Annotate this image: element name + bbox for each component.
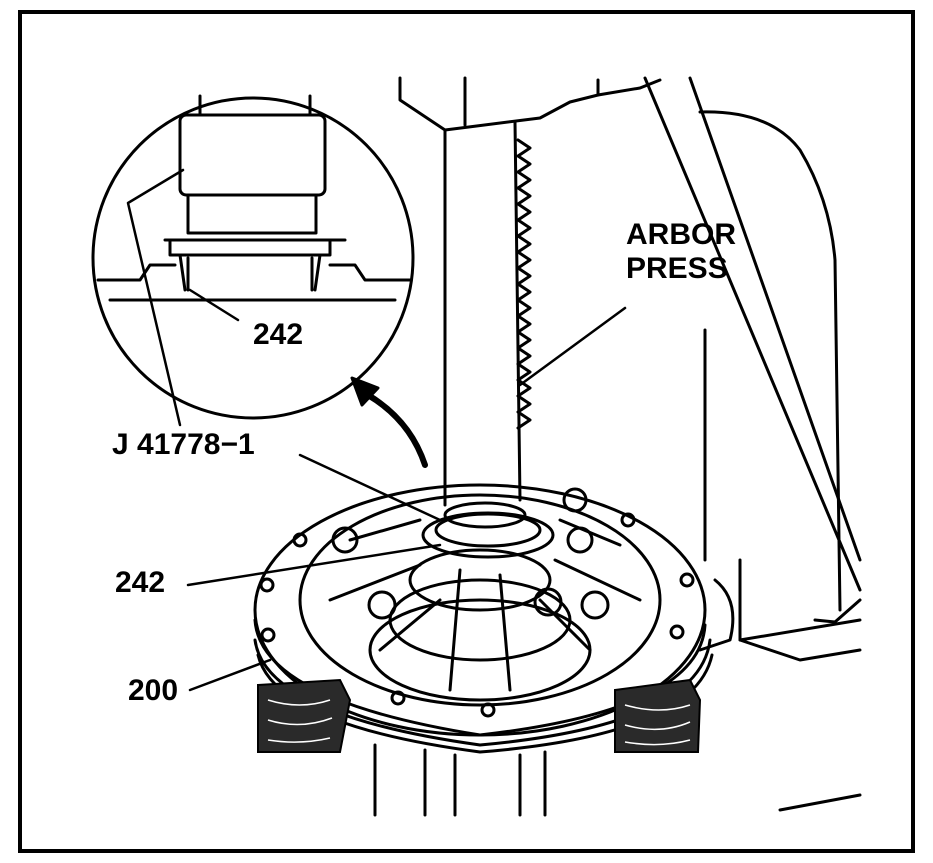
tool-j41778-label: J 41778−1 [112,428,255,461]
magnify-arrow [365,392,428,468]
wood-blocks [257,678,702,753]
part-242-main-label: 242 [115,566,166,599]
arbor-press-label: ARBOR PRESS [626,218,736,286]
leader-lines [126,168,627,692]
part-200-label: 200 [128,674,179,707]
part-242-inset-label: 242 [253,318,304,351]
press-ram [443,76,532,507]
press-base-column [373,743,547,817]
arbor-press-label-line2: PRESS [626,252,728,285]
magnify-arrowhead [350,376,380,407]
diagram-frame [18,10,915,853]
arbor-press-head [398,76,862,812]
inset-detail [91,94,415,420]
arbor-press-label-line1: ARBOR [626,218,736,251]
tool-j41778 [421,501,555,559]
